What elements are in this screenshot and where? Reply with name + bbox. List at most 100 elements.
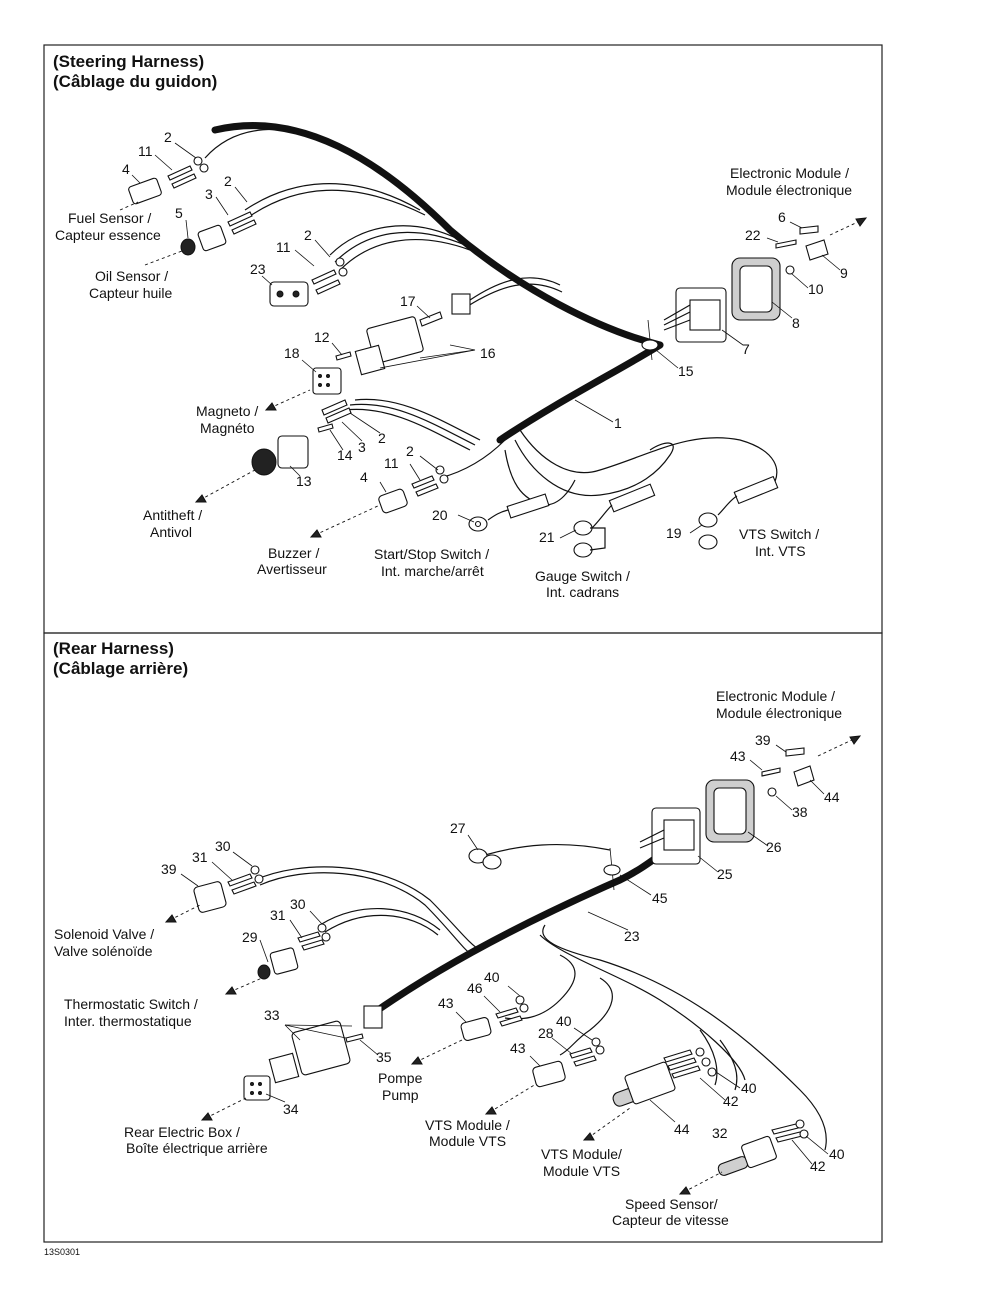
callout-3-b: 3 bbox=[358, 439, 366, 455]
callout-20: 20 bbox=[432, 507, 448, 523]
callout-17: 17 bbox=[400, 293, 416, 309]
callout-23-b: 23 bbox=[624, 928, 640, 944]
label-solenoid-en: Solenoid Valve / bbox=[54, 926, 154, 942]
callout-11-b: 11 bbox=[276, 239, 291, 255]
antitheft-connector bbox=[251, 448, 277, 476]
steering-title-fr: (Câblage du guidon) bbox=[53, 72, 217, 91]
rear-harness-end-connector bbox=[363, 1005, 383, 1029]
callout-26: 26 bbox=[766, 839, 782, 855]
callout-23-a: 23 bbox=[250, 261, 266, 277]
rear-labels: Solenoid Valve / Valve solénoïde Thermos… bbox=[54, 688, 842, 1228]
callout-6: 6 bbox=[778, 209, 786, 225]
callout-18: 18 bbox=[284, 345, 300, 361]
fuel-sensor-connector bbox=[128, 177, 162, 205]
callout-11-c: 11 bbox=[384, 455, 399, 471]
label-oil-sensor-fr: Capteur huile bbox=[89, 285, 172, 301]
callout-39-a: 40 bbox=[484, 969, 500, 985]
label-ecm-en: Electronic Module / bbox=[730, 165, 849, 181]
callout-31-a: 31 bbox=[192, 849, 208, 865]
callout-32: 32 bbox=[712, 1125, 728, 1141]
label-magneto-fr: Magnéto bbox=[200, 420, 255, 436]
callout-39-b: 40 bbox=[556, 1013, 572, 1029]
label-gauge-fr: Int. cadrans bbox=[546, 584, 619, 600]
steering-labels: Fuel Sensor / Capteur essence Oil Sensor… bbox=[55, 165, 852, 600]
callout-37: 39 bbox=[755, 732, 771, 748]
vts-module-connector-a bbox=[532, 1060, 566, 1088]
rear-components bbox=[193, 747, 815, 1176]
buzzer-connector bbox=[378, 488, 408, 514]
label-magneto-en: Magneto / bbox=[196, 403, 258, 419]
callout-2-e: 2 bbox=[406, 443, 414, 459]
speed-sensor-connector bbox=[717, 1156, 749, 1176]
figure-code: 13S0301 bbox=[44, 1247, 80, 1257]
label-rear-ecm-en: Electronic Module / bbox=[716, 688, 835, 704]
label-gauge-en: Gauge Switch / bbox=[535, 568, 630, 584]
label-oil-sensor-en: Oil Sensor / bbox=[95, 268, 168, 284]
callout-12: 12 bbox=[314, 329, 330, 345]
callout-10: 10 bbox=[808, 281, 824, 297]
callout-46: 46 bbox=[467, 980, 483, 996]
rear-leaders bbox=[180, 744, 829, 1165]
callout-4-b: 4 bbox=[360, 469, 368, 485]
label-buzzer-en: Buzzer / bbox=[268, 545, 319, 561]
label-vtsmod1-en: VTS Module / bbox=[425, 1117, 510, 1133]
callout-27: 27 bbox=[450, 820, 466, 836]
callout-5: 5 bbox=[175, 205, 183, 221]
label-pump-fr: Pompe bbox=[378, 1070, 423, 1086]
callout-30-a: 30 bbox=[215, 838, 231, 854]
callout-2-b: 2 bbox=[224, 173, 232, 189]
label-startstop-fr: Int. marche/arrêt bbox=[381, 563, 484, 579]
label-vtsmod2-fr: Module VTS bbox=[543, 1163, 620, 1179]
callout-35: 35 bbox=[376, 1049, 392, 1065]
steering-leaders bbox=[131, 142, 841, 539]
callout-29: 29 bbox=[242, 929, 258, 945]
rear-electric-box-connector bbox=[243, 1075, 271, 1101]
label-speed-fr: Capteur de vitesse bbox=[612, 1212, 729, 1228]
callout-21: 21 bbox=[539, 529, 555, 545]
pump-connector bbox=[460, 1017, 492, 1041]
steering-arrows bbox=[119, 201, 868, 538]
label-thermo-en: Thermostatic Switch / bbox=[64, 996, 198, 1012]
callout-1: 1 bbox=[614, 415, 622, 431]
callout-28: 28 bbox=[538, 1025, 554, 1041]
rear-title-en: (Rear Harness) bbox=[53, 639, 174, 658]
callout-34: 34 bbox=[283, 1101, 299, 1117]
callout-45: 44 bbox=[824, 789, 840, 805]
label-solenoid-fr: Valve solénoïde bbox=[54, 943, 153, 959]
label-vtsmod2-en: VTS Module/ bbox=[541, 1146, 622, 1162]
callout-25: 25 bbox=[717, 866, 733, 882]
callout-3-a: 3 bbox=[205, 186, 213, 202]
callout-39-d: 40 bbox=[829, 1146, 845, 1162]
callout-9: 9 bbox=[840, 265, 848, 281]
label-vts-switch-fr: Int. VTS bbox=[755, 543, 806, 559]
callout-44: 45 bbox=[652, 890, 668, 906]
rear-callouts: 30 31 39 30 31 29 33 35 34 27 40 46 43 4… bbox=[161, 732, 845, 1174]
rear-main-trunk bbox=[374, 851, 664, 1014]
callout-13: 13 bbox=[296, 473, 312, 489]
label-antitheft-fr: Antivol bbox=[150, 524, 192, 540]
rear-arrows bbox=[164, 735, 862, 1195]
label-buzzer-fr: Avertisseur bbox=[257, 561, 327, 577]
callout-8: 8 bbox=[792, 315, 800, 331]
callout-14: 14 bbox=[337, 447, 353, 463]
callout-2-c: 2 bbox=[304, 227, 312, 243]
callout-40-a: 42 bbox=[723, 1093, 739, 1109]
callout-7: 7 bbox=[742, 341, 750, 357]
callout-2-a: 2 bbox=[164, 129, 172, 145]
magneto-connector bbox=[312, 367, 342, 395]
callout-11-a: 11 bbox=[138, 143, 153, 159]
label-ecm-fr: Module électronique bbox=[726, 182, 852, 198]
callout-36: 38 bbox=[792, 804, 808, 820]
callout-22: 22 bbox=[745, 227, 761, 243]
label-fuel-sensor-fr: Capteur essence bbox=[55, 227, 161, 243]
callout-30-b: 30 bbox=[290, 896, 306, 912]
callout-41-a: 43 bbox=[438, 995, 454, 1011]
label-pump-en: Pump bbox=[382, 1087, 419, 1103]
solenoid-valve-connector bbox=[193, 881, 227, 913]
callout-41-b: 43 bbox=[510, 1040, 526, 1056]
label-speed-en: Speed Sensor/ bbox=[625, 1196, 718, 1212]
rear-harness-drawing bbox=[254, 843, 827, 1151]
rear-harness-panel bbox=[43, 632, 883, 1243]
label-vts-switch-en: VTS Switch / bbox=[739, 526, 819, 542]
